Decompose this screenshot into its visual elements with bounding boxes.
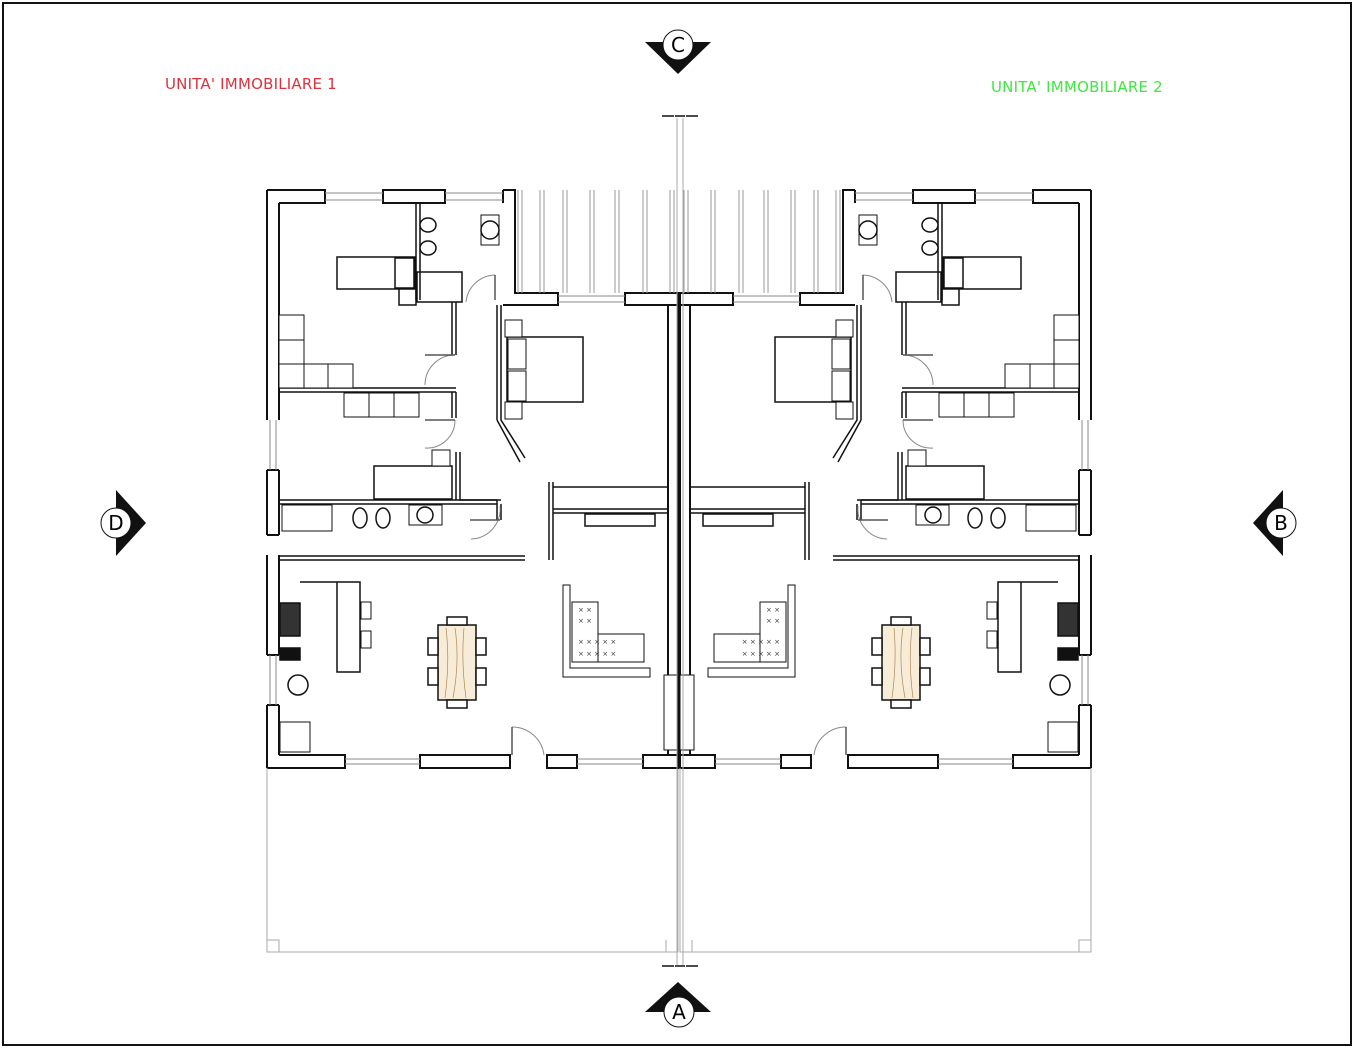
- section-marker-b-icon: [1253, 490, 1297, 556]
- unit-1-label: UNITA' IMMOBILIARE 1: [165, 75, 337, 93]
- section-letter-c: C: [671, 33, 685, 57]
- section-marker-a-icon: [645, 982, 711, 1028]
- section-cut-marks: [662, 115, 698, 967]
- section-letter-b: B: [1274, 511, 1288, 535]
- unit-2-label: UNITA' IMMOBILIARE 2: [991, 78, 1163, 96]
- section-letter-a: A: [672, 1000, 686, 1024]
- section-axis-line: [676, 118, 684, 965]
- unit-2-plan: [677, 189, 1092, 953]
- section-marker-c-icon: [645, 29, 711, 74]
- unit-1-plan: [266, 189, 681, 953]
- section-letter-d: D: [108, 511, 124, 535]
- section-marker-d-icon: [100, 490, 146, 556]
